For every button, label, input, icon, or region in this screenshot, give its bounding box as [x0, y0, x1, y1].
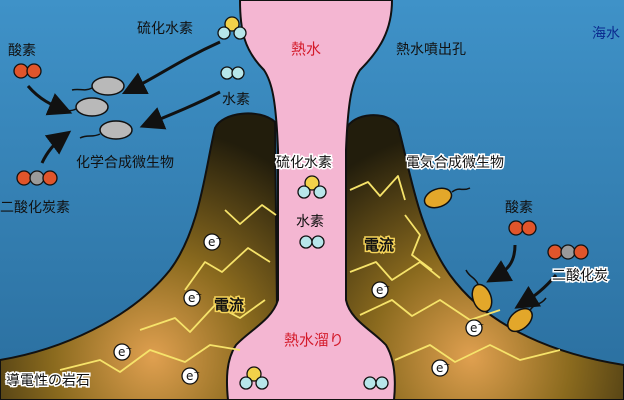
- label-electrosynthetic-microbes: 電気合成微生物: [406, 155, 504, 171]
- h2s-molecule-mid: [297, 175, 327, 199]
- label-oxygen-right: 酸素: [505, 200, 533, 216]
- arrow-co2-to-microbes: [40, 130, 72, 164]
- label-hydrogen-top: 水素: [222, 92, 250, 108]
- h2-molecule-mid: [299, 235, 325, 249]
- microbe-elec-1: [423, 187, 471, 209]
- flow-arrows: [26, 40, 558, 309]
- label-hydrogen-sulfide-top: 硫化水素: [137, 21, 193, 37]
- label-hot-water: 熱水: [291, 40, 321, 58]
- electrons: e− e− e− e− e− e− e−: [113, 233, 484, 385]
- microbe-chem-1: [71, 76, 125, 96]
- label-hydrothermal-vent: 熱水噴出孔: [396, 42, 466, 58]
- microbe-elec-2: [465, 269, 493, 313]
- arrow-oxygen-right: [486, 244, 517, 283]
- h2s-molecule-top: [217, 16, 247, 40]
- arrow-oxygen-to-microbes: [26, 85, 73, 116]
- electrosynthetic-microbes: [423, 187, 547, 333]
- rock-mound-left: [0, 112, 280, 400]
- h2-molecule-top: [220, 66, 245, 80]
- rock-mound-right: [345, 114, 624, 400]
- chemosynthetic-microbes: [55, 76, 133, 140]
- label-chemosynthetic-microbes: 化学合成微生物: [76, 155, 174, 171]
- label-current-left: 電流: [214, 296, 244, 314]
- label-hydrogen-mid: 水素: [296, 214, 324, 230]
- electric-current-lines: [59, 175, 561, 373]
- electron-marker: e−: [465, 319, 484, 337]
- electron-marker: e−: [183, 289, 202, 307]
- o2-molecule-left: [13, 63, 42, 79]
- label-seawater: 海水: [592, 26, 620, 42]
- o2-molecule-right: [508, 220, 537, 236]
- electron-marker: e−: [113, 343, 132, 361]
- arrow-sulfide-to-microbes: [121, 40, 221, 95]
- electron-marker: e−: [181, 367, 200, 385]
- co2-molecule-left: [16, 170, 58, 186]
- label-co2-left: 二酸化炭素: [0, 200, 70, 216]
- label-co2-right: 二酸化炭: [552, 268, 608, 284]
- label-hot-water-pool: 熱水溜り: [284, 331, 344, 349]
- arrow-co2-right: [514, 274, 558, 309]
- microbe-elec-3: [507, 297, 547, 333]
- electron-marker: e−: [203, 233, 222, 251]
- label-conductive-rock: 導電性の岩石: [6, 373, 90, 389]
- label-oxygen-left: 酸素: [8, 43, 36, 59]
- label-hydrogen-sulfide-mid: 硫化水素: [276, 155, 332, 171]
- microbe-chem-2: [55, 97, 109, 117]
- electron-marker: e−: [371, 281, 390, 299]
- molecules: [13, 16, 589, 390]
- h2s-molecule-bottom: [239, 366, 269, 390]
- microbe-chem-3: [79, 120, 133, 140]
- co2-molecule-right: [547, 244, 589, 260]
- arrow-hydrogen-to-microbes: [139, 90, 221, 130]
- h2-molecule-bottom: [363, 376, 389, 390]
- label-current-right: 電流: [364, 236, 394, 254]
- electron-marker: e−: [431, 359, 450, 377]
